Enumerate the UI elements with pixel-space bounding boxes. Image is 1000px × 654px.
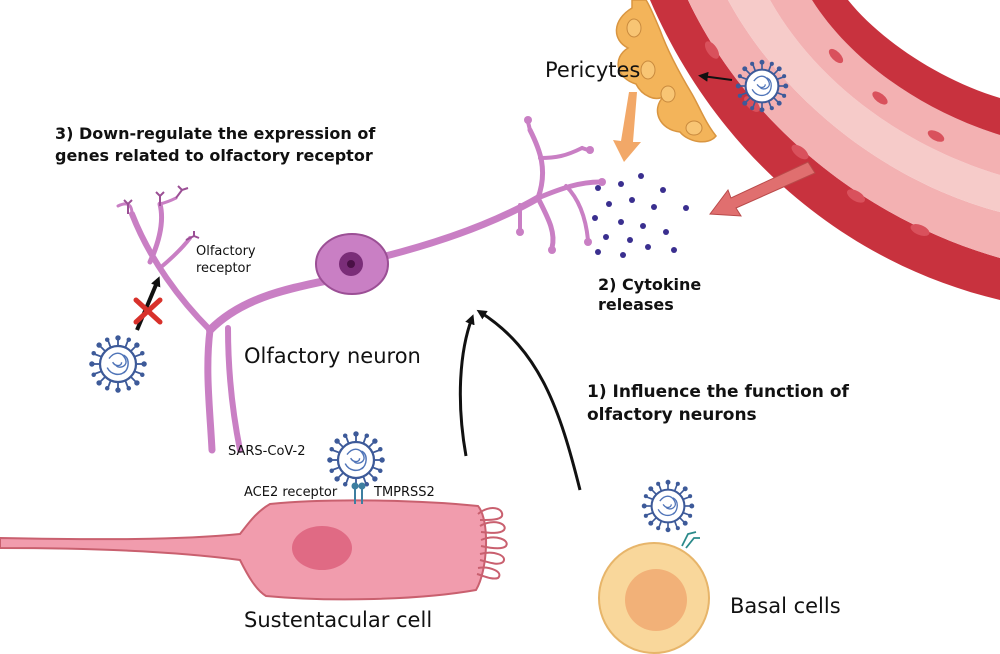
virus-icon <box>734 58 790 114</box>
pericyte-arrow <box>613 92 641 162</box>
cytokines <box>592 173 689 258</box>
virus-icon <box>88 334 148 394</box>
ace2-tmprss2-receptors <box>351 482 366 504</box>
virus-icon <box>326 430 386 490</box>
pericytes-label: Pericytes <box>545 58 641 82</box>
olfactory-neuron-cell <box>116 120 603 454</box>
olfactory-receptor-shapes <box>123 185 200 241</box>
olfactory-receptor-label-line2: receptor <box>196 261 251 276</box>
endothelial-cells <box>704 41 945 236</box>
blocked-x-icon <box>133 297 163 325</box>
blocked-arrow <box>135 276 161 331</box>
step3-label-line1: 3) Down-regulate the expression of <box>55 124 376 143</box>
vessel-arrow <box>698 71 733 82</box>
cytokine-label-line1: 2) Cytokine <box>598 275 702 294</box>
pericytes-cells <box>615 0 717 143</box>
step3-label-line2: genes related to olfactory receptor <box>55 146 373 165</box>
basal-cells-label: Basal cells <box>730 594 841 618</box>
basal-receptor <box>681 531 700 549</box>
basal-to-neuron-arrow <box>476 309 582 491</box>
ace2-receptor-label: ACE2 receptor <box>244 485 338 500</box>
step1-label-line2: olfactory neurons <box>587 405 757 425</box>
olfactory-receptor-label-line1: Olfactory <box>196 244 256 259</box>
olfactory-neuron-label: Olfactory neuron <box>244 344 421 368</box>
tmprss2-label: TMPRSS2 <box>374 485 435 500</box>
sustentacular-to-neuron-arrow <box>458 314 475 457</box>
vessel-outflow-arrow <box>709 161 816 217</box>
basal-cell-shape <box>598 542 710 654</box>
blood-vessel <box>650 0 1000 300</box>
sars-cov-2-label: SARS-CoV-2 <box>228 444 306 459</box>
cytokine-label-line2: releases <box>598 295 674 314</box>
dendrite-endings <box>516 116 606 254</box>
sustentacular-cell-label: Sustentacular cell <box>244 608 433 632</box>
virus-icon <box>640 478 696 534</box>
sustentacular-cell-shape <box>0 499 508 601</box>
step1-label-line1: 1) Influence the function of <box>587 382 849 402</box>
